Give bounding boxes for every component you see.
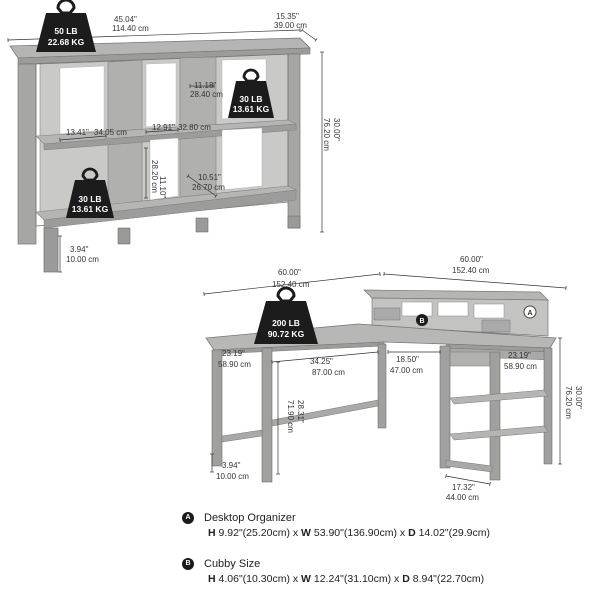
legend-desktop-organizer: A Desktop Organizer H 9.92"(25.20cm) x W … (182, 512, 490, 539)
marker-a: A (523, 305, 537, 319)
bookcase-dimension-labels: 45.04" 114.40 cm 15.35" 39.00 cm 30.00" … (66, 12, 341, 264)
cubby-left-weight-lb: 30 LB (78, 194, 101, 204)
inner-width-cm: 47.00 cm (390, 366, 423, 375)
desk-weight-kg: 90.72 KG (268, 329, 305, 339)
desk-leg-in: 3.94" (222, 461, 241, 470)
bookcase-height-in: 30.00" (332, 118, 341, 141)
cube-bookcase (9, 37, 311, 273)
legend-cubby-size: B Cubby Size H 4.06"(10.30cm) x W 12.24"(… (182, 558, 484, 585)
shelf-width-left-cm: 34.05 cm (94, 128, 127, 137)
desk-dimension-labels: 60.00" 152.40 cm 60.00" 152.40 cm 23.19"… (216, 255, 583, 502)
bookcase-leg-cm: 10.00 cm (66, 255, 99, 264)
bookcase-top-weight-kg: 22.68 KG (48, 37, 85, 47)
knee-height-in: 28.31" (296, 400, 305, 423)
desk-width-right-cm: 152.40 cm (452, 266, 490, 275)
legend-title: Cubby Size (204, 558, 261, 571)
bookcase-cubby-weight-icon-right: 30 LB 13.61 KG (228, 68, 274, 118)
svg-text:B: B (419, 318, 424, 325)
cubby-right-weight-kg: 13.61 KG (233, 104, 270, 114)
desk-width-left-in: 60.00" (278, 268, 301, 277)
desk-weight-lb: 200 LB (272, 318, 300, 328)
shelf-depth-in: 17.32" (452, 483, 475, 492)
bookcase-cubby-weight-icon-left: 30 LB 13.61 KG (66, 167, 114, 218)
desk-depth-left-in: 23.19" (222, 349, 245, 358)
desk-top-weight-icon: 200 LB 90.72 KG (254, 286, 318, 344)
cubby-height-bottom-in: 11.10" (158, 176, 167, 198)
marker-b: B (416, 314, 428, 326)
shelf-width-left-in: 13.41" (66, 128, 89, 137)
shelf-width-mid-cm: 32.80 cm (178, 123, 211, 132)
desk-leg-cm: 10.00 cm (216, 472, 249, 481)
bookcase-leg-in: 3.94" (70, 245, 89, 254)
bookcase-width-cm: 114.40 cm (112, 24, 149, 33)
bookcase-top-weight-icon: 50 LB 22.68 KG (36, 0, 96, 52)
svg-text:A: A (527, 310, 532, 317)
cubby-height-top-in: 11.18" (194, 81, 216, 90)
desk-height-cm: 76.20 cm (564, 386, 573, 419)
desk-height-in: 30.00" (574, 386, 583, 409)
bookcase-height-cm: 76.20 cm (322, 118, 331, 151)
bookcase-width-in: 45.04" (114, 15, 137, 24)
desk-depth-left-cm: 58.90 cm (218, 360, 251, 369)
legend-dimensions: H 9.92"(25.20cm) x W 53.90"(136.90cm) x … (208, 527, 491, 540)
legend-badge-a: A (182, 512, 194, 525)
legend-title: Desktop Organizer (204, 512, 296, 525)
cubby-right-weight-lb: 30 LB (239, 94, 262, 104)
desk-depth-right-in: 23.19" (508, 351, 531, 360)
desk-dimension-lines (203, 271, 567, 487)
shelf-width-mid-in: 12.91" (152, 123, 175, 132)
desk-width-right-in: 60.00" (460, 255, 483, 264)
cubby-height-bottom-cm: 28.20 cm (150, 160, 159, 193)
inner-width-in: 18.50" (396, 355, 419, 364)
cubby-left-weight-kg: 13.61 KG (72, 204, 109, 214)
cubby-depth-in: 10.51" (198, 173, 221, 182)
bookcase-depth-in: 15.35" (276, 12, 299, 21)
shelf-depth-cm: 44.00 cm (446, 493, 479, 502)
legend-badge-b: B (182, 558, 194, 571)
cubby-depth-cm: 26.70 cm (192, 183, 225, 192)
knee-width-cm: 87.00 cm (312, 368, 345, 377)
desk-width-left-cm: 152.40 cm (272, 280, 310, 289)
cubby-height-top-cm: 28.40 cm (190, 90, 223, 99)
desk-depth-right-cm: 58.90 cm (504, 362, 537, 371)
legend-dimensions: H 4.06"(10.30cm) x W 12.24"(31.10cm) x D… (208, 573, 485, 586)
l-shaped-desk (205, 289, 557, 483)
bookcase-top-weight-lb: 50 LB (54, 26, 77, 36)
bookcase-depth-cm: 39.00 cm (274, 21, 307, 30)
knee-height-cm: 71.90 cm (286, 400, 295, 433)
knee-width-in: 34.25" (310, 357, 333, 366)
